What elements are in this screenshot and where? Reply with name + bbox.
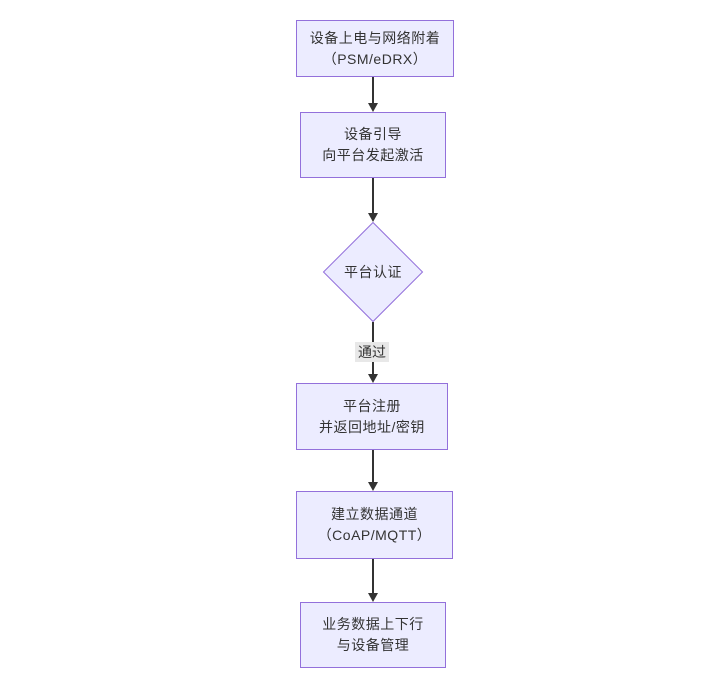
node-register-line1: 平台注册 [343,397,401,414]
node-business-data: 业务数据上下行 与设备管理 [300,602,446,668]
node-bootstrap-line1: 设备引导 [344,126,402,142]
node-power-attach-line2: （PSM/eDRX） [322,50,428,67]
node-business-line1: 业务数据上下行 [322,616,424,632]
decision-platform-auth: 平台认证 [322,221,424,323]
decision-platform-auth-label: 平台认证 [344,264,402,280]
node-data-channel-line1: 建立数据通道 [331,506,418,522]
edge-line-1 [372,77,374,103]
edge-line-2 [372,178,374,214]
arrowhead-icon [368,213,378,222]
node-power-attach-line1: 设备上电与网络附着 [309,29,441,46]
node-data-channel-line2: （CoAP/MQTT） [317,527,432,543]
arrowhead-icon [368,103,378,112]
node-business-line2: 与设备管理 [336,637,410,653]
arrowhead-icon [368,482,378,491]
arrowhead-icon [368,374,378,383]
node-bootstrap-line2: 向平台发起激活 [322,147,424,163]
node-platform-register: 平台注册 并返回地址/密钥 [296,383,448,450]
arrowhead-icon [368,593,378,602]
edge-line-4 [372,450,374,483]
node-power-attach: 设备上电与网络附着 （PSM/eDRX） [296,20,454,77]
edge-line-5 [372,559,374,593]
node-register-line2: 并返回地址/密钥 [319,418,425,435]
node-bootstrap-activate: 设备引导 向平台发起激活 [300,112,446,178]
node-data-channel: 建立数据通道 （CoAP/MQTT） [296,491,453,559]
edge-label-pass: 通过 [355,342,389,362]
